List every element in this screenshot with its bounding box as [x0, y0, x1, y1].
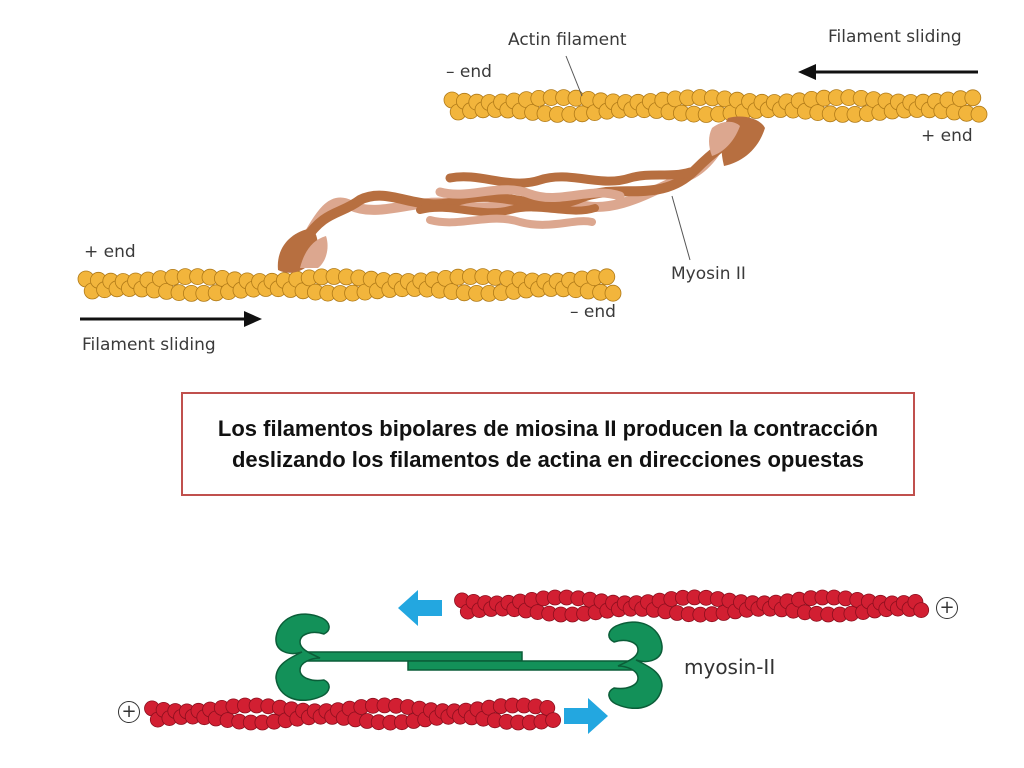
- myosin-head-left-light: [300, 236, 328, 268]
- actin-filament-label: Actin filament: [508, 30, 627, 50]
- actin-bead: [964, 89, 982, 107]
- actin-bead: [970, 105, 988, 123]
- sliding-filament-diagram: [77, 55, 988, 327]
- sliding-arrow-left: [798, 64, 978, 80]
- red-actin-bead: [545, 712, 561, 729]
- red-actin-filament-bottom: [144, 697, 561, 731]
- myosin-rod-upper: [445, 167, 695, 188]
- myosin-rod-lower: [407, 660, 637, 671]
- myosin-head-right-light: [709, 121, 740, 156]
- plus-end-label-bottom: + end: [84, 242, 136, 262]
- blue-arrow-right: [564, 698, 608, 734]
- myosin-ii-bipolar: [275, 613, 663, 709]
- actin-bead: [604, 284, 622, 302]
- myosin-rod-low3: [426, 214, 596, 229]
- filament-sliding-label-top: Filament sliding: [828, 27, 962, 47]
- minus-end-label-bottom: – end: [570, 302, 616, 322]
- myosin-rod-upper: [299, 651, 523, 662]
- plus-end-icon-right: +: [936, 597, 958, 619]
- plus-end-icon-left: +: [118, 701, 140, 723]
- actin-filament-bottom: [77, 268, 622, 302]
- red-actin-bead: [913, 602, 930, 618]
- myosin-head-left: [275, 613, 330, 701]
- red-actin-filament-top: [454, 589, 930, 623]
- minus-end-label-top: – end: [446, 62, 492, 82]
- myosin-label-pointer: [671, 195, 691, 261]
- plus-end-label-top: + end: [921, 126, 973, 146]
- caption-text: Los filamentos bipolares de miosina II p…: [217, 416, 879, 472]
- actin-label-pointer: [565, 55, 583, 97]
- myosin-ii-schematic: [144, 589, 930, 734]
- sliding-arrow-right: [80, 311, 262, 327]
- actin-filament-top: [443, 89, 988, 123]
- caption-box: Los filamentos bipolares de miosina II p…: [181, 392, 915, 496]
- myosin-head-right: [608, 621, 663, 709]
- myosin-ii-label: Myosin II: [671, 264, 746, 284]
- filament-sliding-label-bottom: Filament sliding: [82, 335, 216, 355]
- myosin-tail-strand-dark: [300, 125, 753, 245]
- myosin-rod-low2: [416, 203, 599, 217]
- actin-bead: [598, 268, 616, 286]
- blue-arrow-left: [398, 590, 442, 626]
- myosin-rod-lower: [435, 185, 625, 202]
- myosin-ii-label-bottom: myosin-II: [684, 655, 776, 679]
- myosin-ii-filament: [277, 116, 765, 273]
